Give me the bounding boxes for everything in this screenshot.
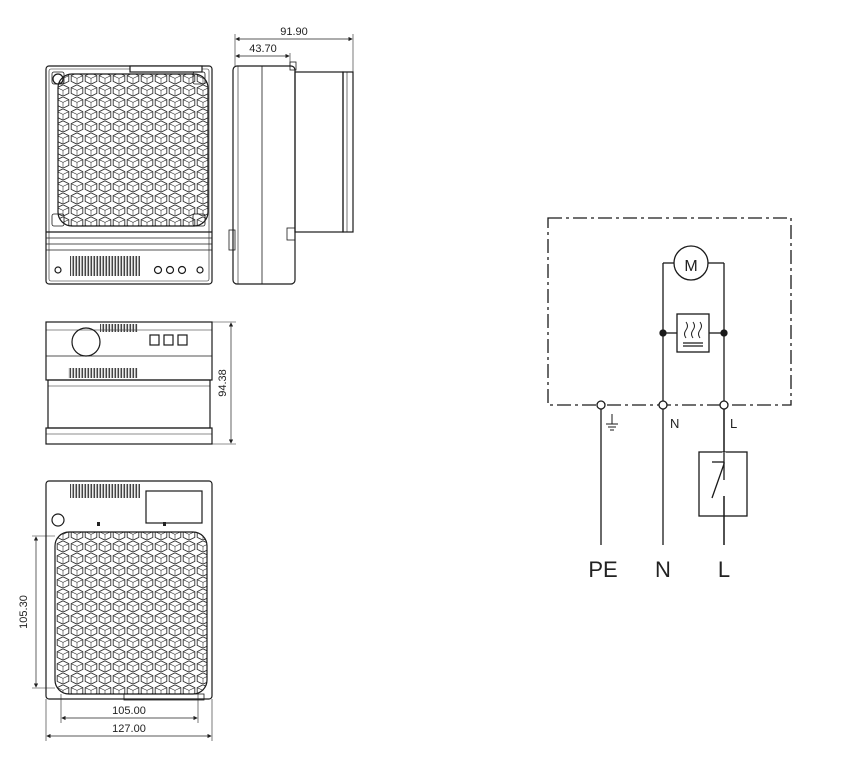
dim-grille-width-label: 105.00: [112, 705, 146, 717]
dimension-height: 94.38: [212, 321, 236, 445]
front-vent-slots: [70, 256, 140, 276]
dimension-grille-width: 105.00: [60, 694, 199, 723]
motor-label: M: [684, 258, 697, 275]
dimension-total-depth: 91.90: [234, 26, 354, 72]
side-view: [228, 61, 354, 285]
terminal-pe: [596, 400, 606, 410]
wiring-schematic: [547, 217, 792, 545]
dim-total-depth-label: 91.90: [280, 26, 308, 38]
bottom-label-l: L: [718, 557, 730, 582]
bottom-label-n: N: [655, 557, 671, 582]
rear-grille: [54, 531, 208, 695]
device-boundary: [547, 217, 792, 406]
dimension-body-depth: 43.70: [235, 43, 291, 66]
top-view: [45, 321, 213, 445]
dim-body-depth-label: 43.70: [249, 43, 277, 55]
terminal-label-n: N: [670, 416, 679, 431]
terminal-label-l: L: [730, 416, 737, 431]
bottom-label-pe: PE: [588, 557, 617, 582]
dimension-total-width: 127.00: [45, 699, 213, 741]
terminal-l: [719, 400, 729, 410]
front-grille: [57, 73, 209, 227]
dim-height-label: 94.38: [217, 369, 229, 397]
dimension-grille-height: 105.30: [18, 535, 55, 689]
terminal-n: [658, 400, 668, 410]
dim-grille-height-label: 105.30: [18, 595, 30, 629]
dim-total-width-label: 127.00: [112, 723, 146, 735]
front-view: [45, 65, 213, 285]
rear-view: [45, 480, 213, 701]
